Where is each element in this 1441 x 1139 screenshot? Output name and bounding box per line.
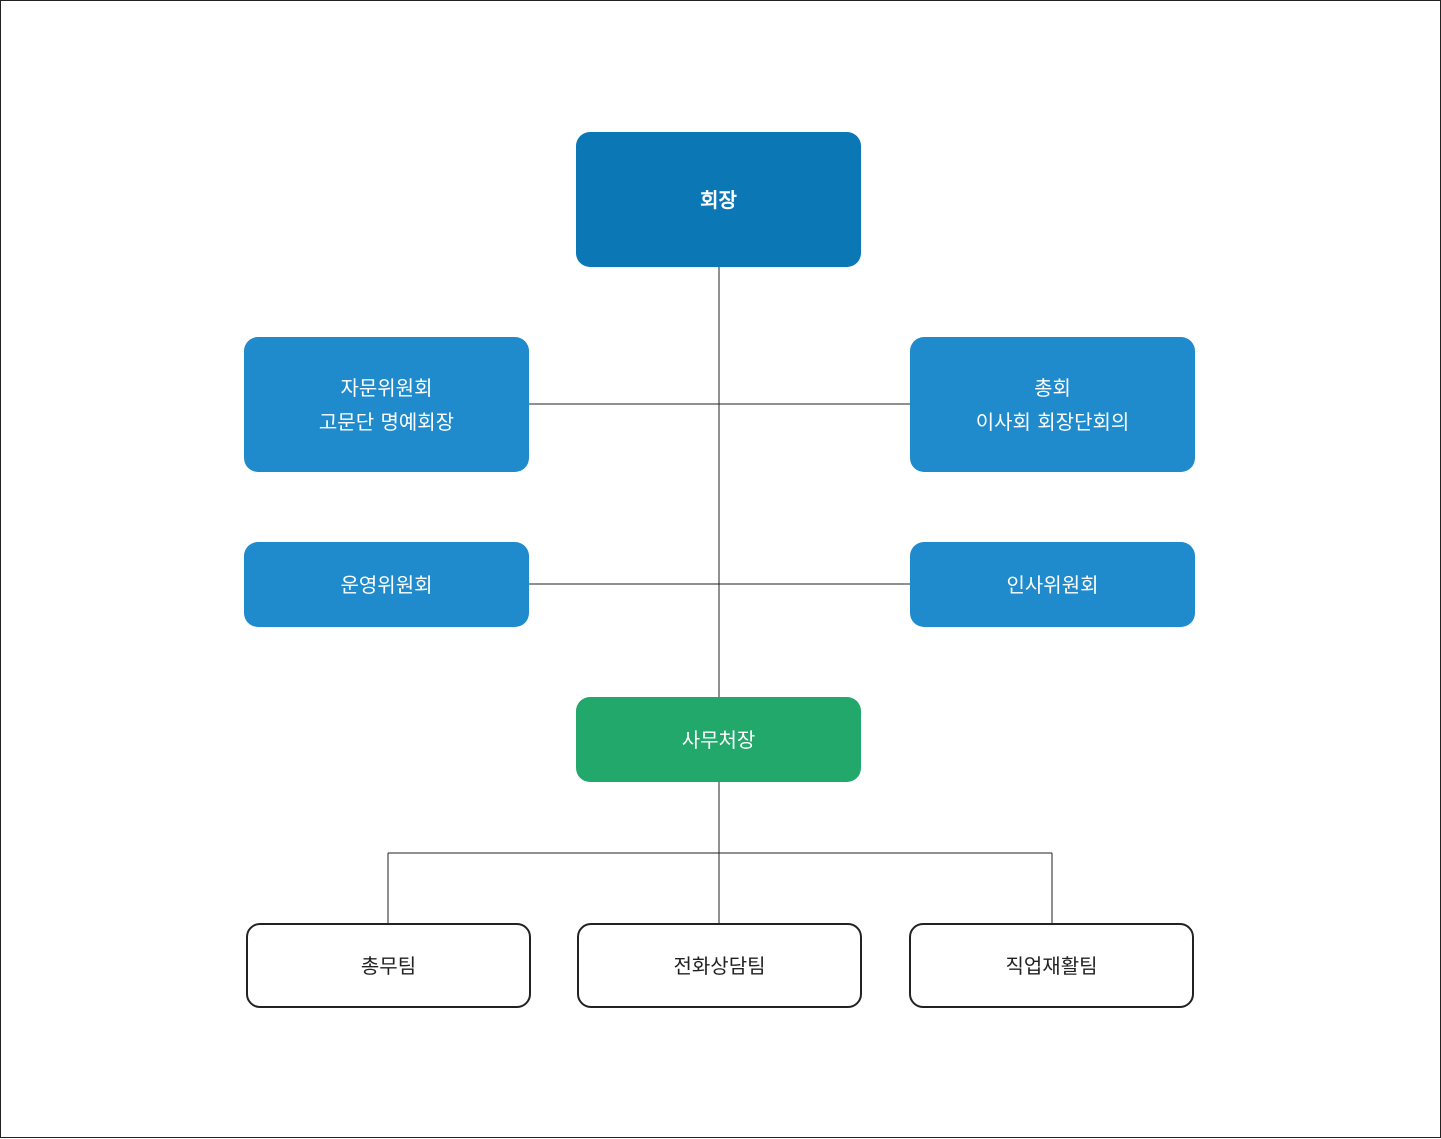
general-affairs-team-label: 총무팀	[360, 953, 417, 978]
phone-counseling-team-box: 전화상담팀	[577, 923, 862, 1008]
chairman-box: 회장	[576, 132, 861, 267]
vocational-rehab-team-label: 직업재활팀	[1005, 953, 1098, 978]
personnel-committee-box: 인사위원회	[910, 542, 1195, 627]
board-meeting-label: 이사회 회장단회의	[975, 409, 1130, 434]
general-affairs-team-box: 총무팀	[246, 923, 531, 1008]
advisory-committee-box: 자문위원회 고문단 명예회장	[244, 337, 529, 472]
steering-committee-label: 운영위원회	[340, 572, 433, 597]
steering-committee-box: 운영위원회	[244, 542, 529, 627]
phone-counseling-team-label: 전화상담팀	[673, 953, 766, 978]
advisory-committee-label: 자문위원회	[340, 375, 433, 400]
general-assembly-label: 총회	[1034, 375, 1071, 400]
chairman-label: 회장	[700, 187, 737, 212]
secretary-general-box: 사무처장	[576, 697, 861, 782]
general-assembly-box: 총회 이사회 회장단회의	[910, 337, 1195, 472]
advisors-honorary-chairman-label: 고문단 명예회장	[318, 409, 455, 434]
secretary-general-label: 사무처장	[681, 727, 756, 752]
vocational-rehab-team-box: 직업재활팀	[909, 923, 1194, 1008]
personnel-committee-label: 인사위원회	[1006, 572, 1099, 597]
